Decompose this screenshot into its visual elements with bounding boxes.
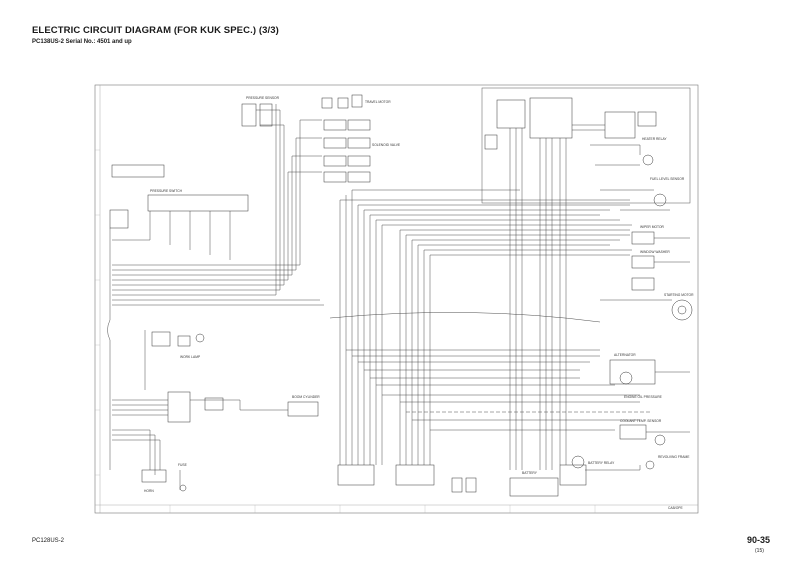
horn-group xyxy=(141,469,187,492)
alternator-label: ALTERNATOR xyxy=(614,353,636,357)
controller-inset-frame xyxy=(481,87,691,204)
pressure-sensor-group xyxy=(241,94,363,127)
coolant-temp-label: COOLANT TEMP. SENSOR xyxy=(620,419,662,423)
travel-motor-label: TRAVEL MOTOR xyxy=(365,100,391,104)
page-sub-number: (15) xyxy=(755,548,764,554)
battery-relay-label: BATTERY RELAY xyxy=(588,461,615,465)
wiring-harness-right xyxy=(509,124,690,471)
starting-motor-label: STARTING MOTOR xyxy=(664,293,694,297)
horn-label: HORN xyxy=(144,489,154,493)
boom-cylinder-group xyxy=(167,391,319,423)
wiper-motor-label: WIPER MOTOR xyxy=(640,225,665,229)
pressure-sensor-label: PRESSURE SENSOR xyxy=(246,96,280,100)
window-washer-label: WINDOW WASHER xyxy=(640,250,670,254)
pressure-switch-block xyxy=(109,164,249,229)
wiring-harness-center xyxy=(329,189,650,465)
footer-model: PC128US-2 xyxy=(32,538,65,544)
wiring-harness-left xyxy=(107,104,324,470)
wiring-harness-lower-left xyxy=(112,330,288,490)
solenoid-valve-label: SOLENOID VALVE xyxy=(372,143,401,147)
sheet-no-label: CAB/OPE xyxy=(668,506,683,510)
engine-oil-pressure-label: ENGINE OIL PRESSURE xyxy=(624,395,663,399)
page-subtitle: PC138US-2 Serial No.: 4501 and up xyxy=(32,39,132,45)
page-number: 90-35 xyxy=(747,535,771,545)
connector-row xyxy=(337,464,587,497)
pressure-switch-label: PRESSURE SWITCH xyxy=(150,189,183,193)
solenoid-valve-stack xyxy=(323,119,371,183)
fuel-level-sensor-label: FUEL LEVEL SENSOR xyxy=(650,177,685,181)
work-lamp-group xyxy=(151,331,205,347)
fuse-label: FUSE xyxy=(178,463,188,467)
revolving-frame-label: REVOLVING FRAME xyxy=(658,455,690,459)
boom-cylinder-label: BOOM CYLINDER xyxy=(292,395,320,399)
battery-label: BATTERY xyxy=(522,471,538,475)
work-lamp-label: WORK LAMP xyxy=(180,355,201,359)
right-components xyxy=(484,97,693,470)
heater-relay-label: HEATER RELAY xyxy=(642,137,667,141)
page-title: ELECTRIC CIRCUIT DIAGRAM (FOR KUK SPEC.)… xyxy=(32,25,279,36)
drawing-frame xyxy=(94,84,699,514)
